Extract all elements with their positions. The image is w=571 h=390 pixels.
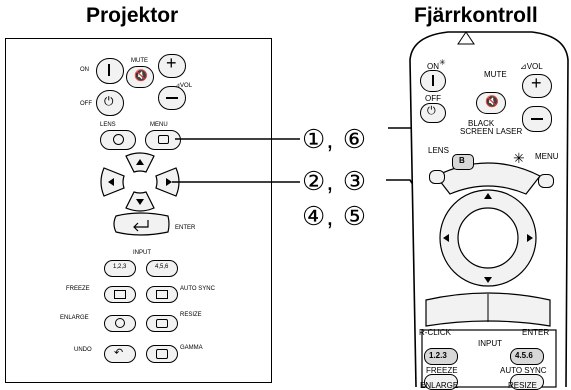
projector-enter-button[interactable] xyxy=(112,212,172,236)
projector-title: Projektor xyxy=(86,4,179,27)
remote-volume-up-button[interactable]: + xyxy=(522,73,552,98)
gamma-label: GAMMA xyxy=(180,345,203,351)
remote-input-label: INPUT xyxy=(478,339,502,348)
enlarge-icon xyxy=(115,318,125,328)
remote-menu-button[interactable] xyxy=(538,174,554,188)
off-label: OFF xyxy=(80,101,92,107)
remote-mute-icon: 🔇 xyxy=(485,96,499,108)
freeze-button[interactable] xyxy=(104,286,136,303)
remote-minus-icon xyxy=(531,118,543,120)
remote-off-button[interactable]: ⏻ xyxy=(420,103,446,123)
remote-rclick-label: R-CLICK xyxy=(419,328,452,337)
mute-button[interactable]: 🔇 xyxy=(126,66,154,88)
remote-laser-icon: ✳ xyxy=(439,58,446,67)
black-screen-icon: B xyxy=(459,156,465,165)
remote-input-456-button[interactable]: 4.5.6 xyxy=(510,348,544,365)
plus-icon: + xyxy=(166,53,177,73)
vol-label: ⊿VOL xyxy=(175,83,193,89)
remote-screen-label: SCREEN xyxy=(460,127,494,136)
remote-freeze-label: FREEZE xyxy=(426,366,458,375)
menu-icon xyxy=(158,135,169,144)
input-456-label: 4,5,6 xyxy=(155,264,169,270)
resize-label: RESIZE xyxy=(180,312,202,318)
undo-button[interactable]: ↶ xyxy=(104,345,136,363)
remote-menu-label: MENU xyxy=(535,152,559,161)
auto-sync-label: AUTO SYNC xyxy=(180,286,215,292)
remote-black-label: BLACK xyxy=(468,119,495,128)
remote-laser-button-icon[interactable]: ✳ xyxy=(513,150,525,166)
volume-up-button[interactable]: + xyxy=(158,53,186,78)
remote-on-label: ON xyxy=(427,62,439,71)
gamma-button[interactable] xyxy=(146,345,178,363)
remote-enlarge-label: ENLARGE xyxy=(420,381,459,390)
remote-enter-label: ENTER xyxy=(522,328,550,337)
power-on-icon xyxy=(108,64,110,76)
remote-black-screen-button[interactable]: B xyxy=(452,154,474,170)
remote-mute-label: MUTE xyxy=(484,70,507,79)
enlarge-button[interactable] xyxy=(104,315,136,332)
input-123-label: 1,2,3 xyxy=(113,264,127,270)
input-label: INPUT xyxy=(133,250,151,256)
lens-label: LENS xyxy=(100,122,116,128)
remote-power-icon: ⏻ xyxy=(427,105,436,117)
remote-power-on-icon xyxy=(432,75,434,86)
callout-step-1-6: ①, ⑥ xyxy=(302,124,368,154)
gamma-icon xyxy=(156,349,168,359)
remote-lens-label: LENS xyxy=(428,146,449,155)
remote-input-123-button[interactable]: 1.2.3 xyxy=(424,348,458,365)
resize-icon xyxy=(156,319,168,328)
input-123-button[interactable]: 1,2,3 xyxy=(104,260,136,277)
freeze-icon xyxy=(114,290,126,299)
remote-plus-icon: + xyxy=(531,73,542,93)
off-button[interactable]: ⏻ xyxy=(96,90,124,116)
remote-volume-down-button[interactable] xyxy=(522,106,552,132)
remote-input-123-label: 1.2.3 xyxy=(429,351,447,360)
projector-dpad xyxy=(100,152,180,212)
menu-button[interactable] xyxy=(145,130,181,150)
menu-label: MENU xyxy=(150,122,168,128)
enter-icon xyxy=(133,220,149,232)
undo-label: UNDO xyxy=(74,347,92,353)
callout-step-4-5: ④, ⑤ xyxy=(302,201,368,231)
remote-title: Fjärrkontroll xyxy=(414,4,538,27)
remote-mute-button[interactable]: 🔇 xyxy=(476,92,506,114)
resize-button[interactable] xyxy=(146,315,178,332)
remote-auto-sync-label: AUTO SYNC xyxy=(500,366,547,375)
undo-icon: ↶ xyxy=(114,347,124,359)
enlarge-label: ENLARGE xyxy=(60,315,89,321)
remote-resize-label: RESIZE xyxy=(508,381,537,390)
lens-icon xyxy=(113,134,124,145)
freeze-label: FREEZE xyxy=(66,286,90,292)
mute-label: MUTE xyxy=(131,58,148,64)
remote-laser-label: LASER xyxy=(496,127,523,136)
remote-lens-button[interactable] xyxy=(429,170,445,184)
lens-button[interactable] xyxy=(100,130,136,150)
remote-dpad-center[interactable] xyxy=(457,207,519,269)
minus-icon xyxy=(166,97,178,99)
auto-sync-icon xyxy=(156,290,168,299)
input-456-button[interactable]: 4,5,6 xyxy=(146,260,178,277)
power-icon: ⏻ xyxy=(104,94,114,108)
on-button[interactable] xyxy=(96,58,124,84)
enter-label: ENTER xyxy=(175,225,196,231)
remote-on-button[interactable] xyxy=(420,70,446,92)
auto-sync-button[interactable] xyxy=(146,286,178,303)
on-label: ON xyxy=(80,67,89,73)
volume-down-button[interactable] xyxy=(158,86,186,110)
remote-off-label: OFF xyxy=(425,94,441,103)
remote-input-456-label: 4.5.6 xyxy=(515,351,533,360)
remote-vol-label: ⊿VOL xyxy=(520,62,543,71)
mute-icon: 🔇 xyxy=(134,70,148,82)
callout-step-2-3: ②, ③ xyxy=(302,166,368,196)
